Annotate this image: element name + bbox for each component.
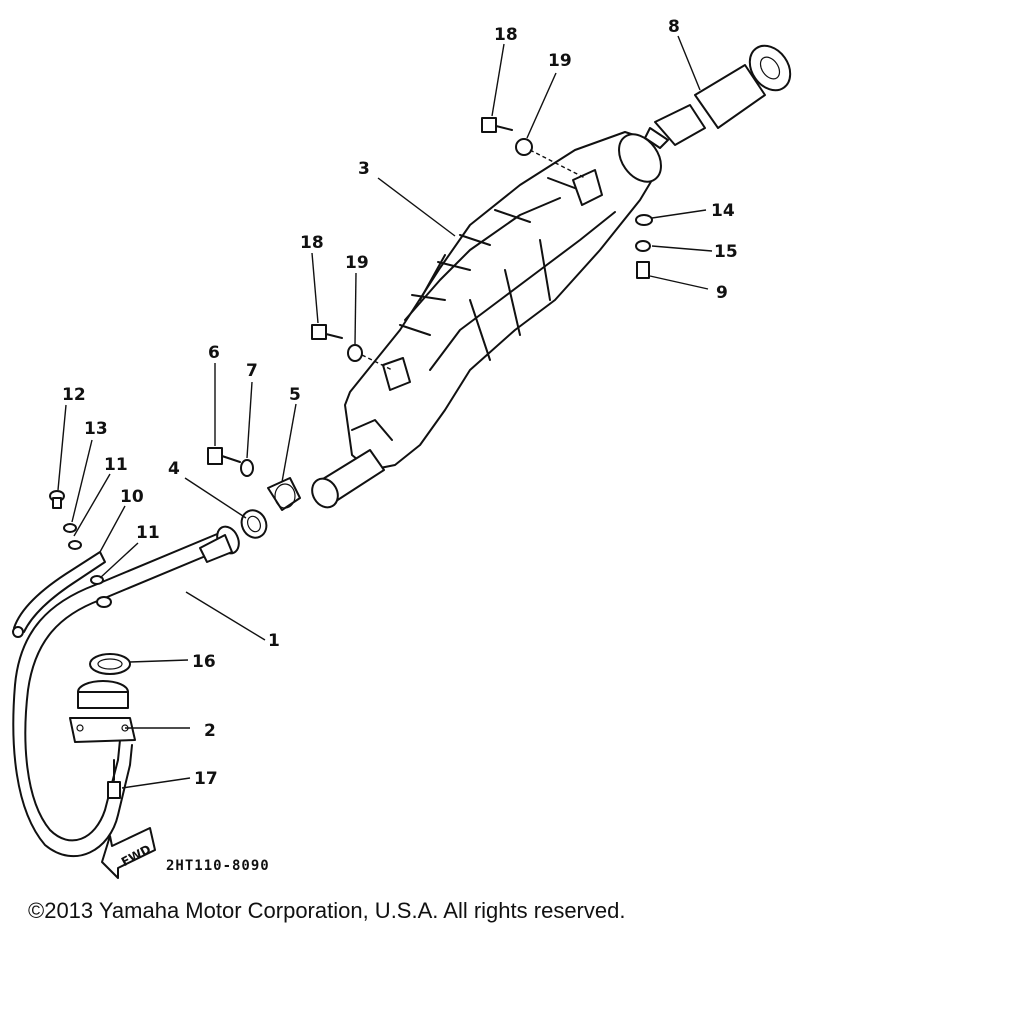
leader-lines (57, 35, 713, 789)
callout-numbers: 1 2 3 4 5 6 7 8 9 10 11 11 12 13 14 15 1… (62, 17, 738, 789)
bolt-17 (107, 759, 121, 799)
nut-15 (635, 240, 651, 252)
callout-9: 9 (716, 283, 728, 303)
callout-11a: 11 (104, 455, 128, 475)
callout-19a: 19 (548, 51, 572, 71)
callout-8: 8 (668, 17, 680, 37)
flange (69, 680, 136, 743)
callout-12: 12 (62, 385, 86, 405)
copyright-notice: ©2013 Yamaha Motor Corporation, U.S.A. A… (28, 898, 626, 923)
callout-14: 14 (711, 201, 735, 221)
callout-11b: 11 (136, 523, 160, 543)
clamp (267, 477, 301, 511)
fwd-arrow: FWD (101, 827, 156, 879)
callout-10: 10 (120, 487, 144, 507)
bolt-6 (207, 447, 241, 465)
muffler-inlet-pipe (311, 449, 385, 509)
callout-7: 7 (246, 361, 258, 381)
sleeve (240, 509, 268, 539)
callout-6: 6 (208, 343, 220, 363)
washer-19-lower (347, 344, 363, 362)
silencer (644, 44, 792, 149)
callout-18a: 18 (494, 25, 518, 45)
washer-14 (635, 214, 653, 226)
callout-18b: 18 (300, 233, 324, 253)
washer-7 (240, 459, 254, 477)
callout-5: 5 (289, 385, 301, 405)
callout-1: 1 (268, 631, 280, 651)
bolt-9 (636, 261, 650, 279)
callout-15: 15 (714, 242, 738, 262)
callout-2: 2 (204, 721, 216, 741)
callout-16: 16 (192, 652, 216, 672)
callout-4: 4 (168, 459, 180, 479)
callout-3: 3 (358, 159, 370, 179)
bracket (12, 551, 106, 638)
washer-19-upper (515, 138, 533, 156)
gasket (89, 653, 131, 675)
bolt-18-lower (311, 324, 343, 340)
callout-13: 13 (84, 419, 108, 439)
part-code: 2HT110-8090 (166, 858, 270, 874)
muffler-body (344, 131, 662, 471)
callout-19b: 19 (345, 253, 369, 273)
bolt-18-upper (481, 117, 513, 133)
callout-17: 17 (194, 769, 218, 789)
exhaust-pipe (12, 525, 240, 858)
